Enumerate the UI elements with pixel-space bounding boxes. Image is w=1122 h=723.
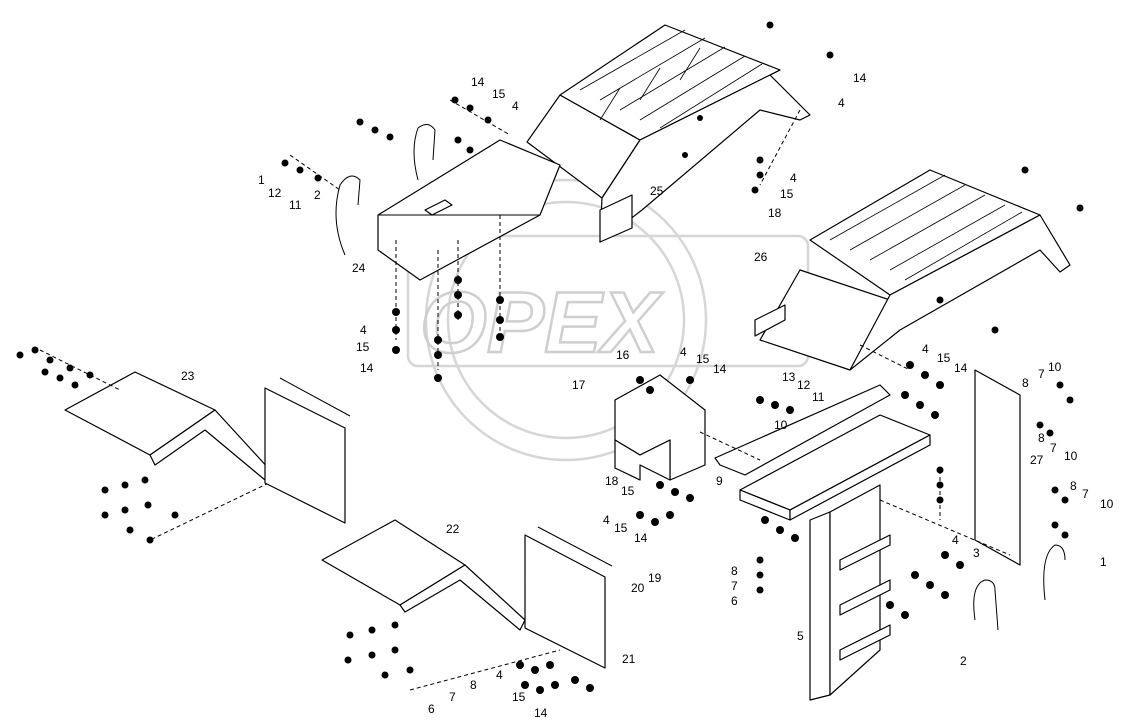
callout-12: 12: [268, 186, 282, 200]
callout-15: 15: [780, 187, 794, 201]
callout-11: 11: [289, 198, 302, 212]
callout-4: 4: [680, 345, 687, 359]
callout-14: 14: [360, 361, 374, 375]
callout-4: 4: [838, 96, 845, 110]
callout-8: 8: [731, 564, 738, 578]
callout-20: 20: [631, 581, 645, 595]
callout-7: 7: [731, 579, 738, 593]
callout-18: 18: [768, 206, 782, 220]
callout-14: 14: [713, 362, 727, 376]
callout-15: 15: [937, 351, 951, 365]
watermark: OPEX: [406, 178, 810, 462]
callout-25: 25: [650, 184, 664, 198]
callout-3: 3: [973, 546, 980, 560]
watermark-text: OPEX: [420, 275, 664, 371]
callout-1: 1: [258, 173, 265, 187]
callout-17: 17: [572, 378, 586, 392]
callout-15: 15: [492, 87, 506, 101]
callout-16: 16: [616, 348, 630, 362]
callout-4: 4: [512, 99, 519, 113]
callout-14: 14: [471, 75, 485, 89]
callout-11: 11: [812, 390, 825, 404]
callout-6: 6: [731, 594, 738, 608]
callout-4: 4: [603, 513, 610, 527]
callout-8: 8: [1022, 376, 1029, 390]
callout-4: 4: [360, 323, 367, 337]
callout-9: 9: [716, 474, 723, 488]
part-21-rubber-flap: [524, 526, 613, 669]
callout-10: 10: [774, 418, 788, 432]
callout-12: 12: [797, 378, 811, 392]
callout-7: 7: [1082, 487, 1089, 501]
callout-8: 8: [470, 678, 477, 692]
part-5-step-ladder: [739, 414, 931, 701]
callout-4: 4: [790, 171, 797, 185]
callout-10: 10: [1064, 449, 1078, 463]
callout-4: 4: [922, 342, 929, 356]
callout-10: 10: [1100, 497, 1114, 511]
callout-2: 2: [960, 654, 967, 668]
callout-22: 22: [446, 522, 460, 536]
part-26-right-fender: [754, 169, 1071, 371]
callout-14: 14: [534, 706, 548, 720]
part-17-bracket: [614, 374, 706, 481]
callout-4: 4: [952, 533, 959, 547]
callout-21: 21: [622, 652, 636, 666]
callout-10: 10: [1048, 360, 1062, 374]
callout-4: 4: [496, 668, 503, 682]
callout-14: 14: [954, 361, 968, 375]
callout-27: 27: [1030, 453, 1044, 467]
part-22-mudguard: [321, 519, 526, 631]
part-25-rear-fender: [526, 24, 811, 243]
callout-labels: 1 12 11 2 14 15 4 24 25 14 4 4 15 18 26 …: [181, 71, 1114, 720]
callout-24: 24: [352, 261, 366, 275]
callout-6: 6: [428, 702, 435, 716]
dashed-leaders: [39, 99, 1011, 691]
callout-15: 15: [696, 352, 710, 366]
callout-14: 14: [853, 71, 867, 85]
part-24-battery-box: [377, 139, 561, 370]
fasteners: [16, 21, 1084, 694]
callout-18: 18: [605, 474, 619, 488]
callout-7: 7: [1050, 441, 1057, 455]
callout-8: 8: [1070, 479, 1077, 493]
callout-13: 13: [782, 370, 796, 384]
callout-19: 19: [648, 571, 662, 585]
part-9-beam: [714, 384, 891, 476]
callout-15: 15: [614, 521, 628, 535]
part-2-handle-right: [973, 544, 1066, 631]
callout-23: 23: [181, 369, 195, 383]
callout-1: 1: [1100, 555, 1107, 569]
part-2-handle-left: [335, 124, 436, 256]
callout-15: 15: [356, 340, 370, 354]
rubber-flap-left: [264, 377, 351, 524]
callout-26: 26: [754, 250, 768, 264]
callout-8: 8: [1038, 431, 1045, 445]
callout-15: 15: [512, 690, 526, 704]
callout-15: 15: [621, 484, 635, 498]
part-23-mudguard: [64, 371, 276, 541]
part-27-panel: [974, 369, 1021, 566]
callout-5: 5: [797, 629, 804, 643]
callout-2: 2: [314, 188, 321, 202]
callout-7: 7: [1038, 367, 1045, 381]
callout-14: 14: [634, 531, 648, 545]
callout-7: 7: [449, 690, 456, 704]
